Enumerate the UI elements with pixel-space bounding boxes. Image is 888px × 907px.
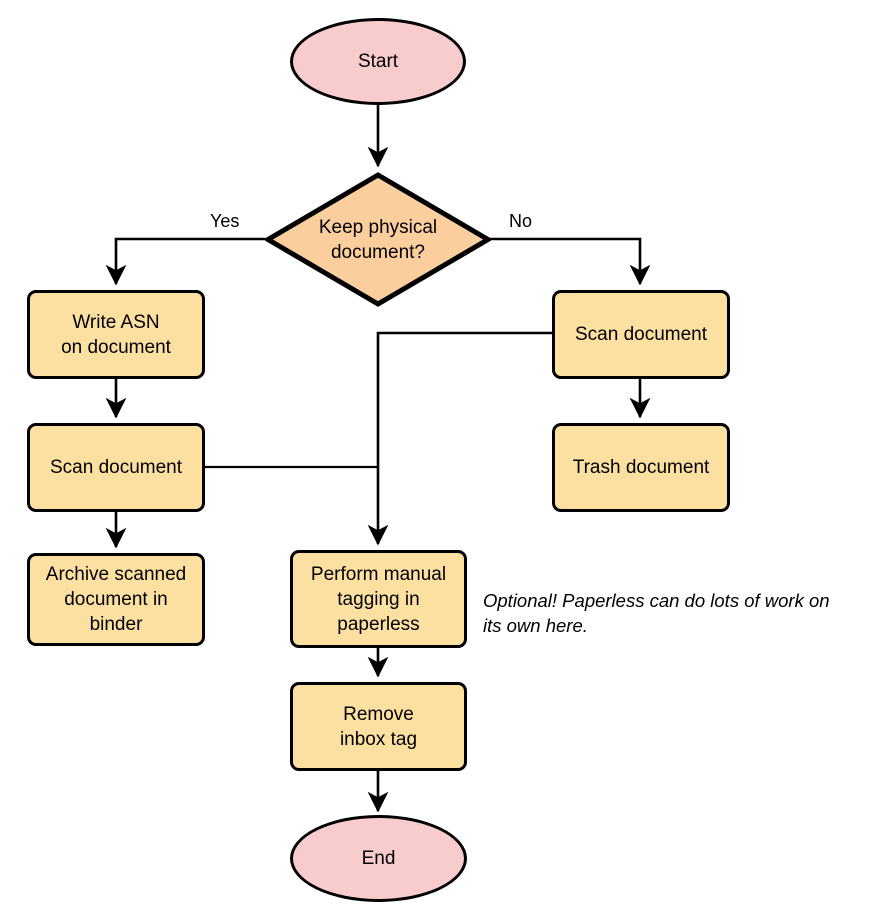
node-trash-document-label: Trash document: [572, 457, 710, 478]
node-write-asn-label: Write ASN on document: [61, 310, 171, 360]
node-scan-document-right-label: Scan document: [574, 324, 708, 345]
node-archive-label-line1: Archive scanned: [45, 564, 187, 585]
edge-label-no: No: [509, 211, 533, 231]
node-start[interactable]: Start: [290, 18, 466, 105]
edge-label-yes: Yes: [210, 211, 240, 231]
node-archive-label: Archive scanned document in binder: [46, 562, 186, 637]
node-manual-tagging-label: Perform manual tagging in paperless: [311, 562, 446, 637]
edge-decision-yes-to-write-asn: [105, 237, 265, 286]
node-manual-tagging-label-line3: paperless: [337, 613, 420, 635]
node-remove-inbox-tag[interactable]: Remove inbox tag: [290, 682, 467, 771]
node-end[interactable]: End: [290, 815, 467, 902]
node-perform-manual-tagging[interactable]: Perform manual tagging in paperless: [290, 550, 467, 648]
node-scan-document-right[interactable]: Scan document: [552, 290, 730, 379]
node-archive-label-line3: binder: [89, 614, 143, 635]
node-decision-label-line2: document?: [330, 241, 425, 263]
node-scan-document-left[interactable]: Scan document: [27, 423, 205, 512]
edge-decision-no-to-scan-right: [490, 237, 651, 286]
node-decision-label-line1: Keep physical: [318, 216, 438, 238]
node-write-asn-label-line1: Write ASN: [72, 311, 160, 333]
node-start-label: Start: [357, 51, 399, 72]
node-scan-document-left-label: Scan document: [49, 457, 183, 478]
node-archive-scanned-document[interactable]: Archive scanned document in binder: [27, 553, 205, 646]
annotation-optional-note: Optional! Paperless can do lots of work …: [483, 588, 883, 638]
node-remove-inbox-label-line2: inbox tag: [339, 728, 418, 750]
node-remove-inbox-label: Remove inbox tag: [340, 702, 417, 752]
edge-scan-right-to-manual-tagging: [367, 331, 552, 546]
node-remove-inbox-label-line1: Remove: [343, 703, 414, 725]
node-manual-tagging-label-line1: Perform manual: [310, 563, 447, 585]
node-trash-document[interactable]: Trash document: [552, 423, 730, 512]
node-manual-tagging-label-line2: tagging in: [337, 588, 420, 610]
node-decision-keep-physical-document[interactable]: Keep physical document?: [265, 172, 491, 307]
diamond-shape: [265, 172, 491, 307]
node-write-asn-on-document[interactable]: Write ASN on document: [27, 290, 205, 379]
node-write-asn-label-line2: on document: [61, 336, 171, 358]
annotation-optional-note-line2: its own here.: [483, 615, 588, 636]
annotation-optional-note-line1: Optional! Paperless can do lots of work …: [483, 590, 830, 611]
node-end-label: End: [361, 848, 396, 869]
node-archive-label-line2: document in: [64, 589, 168, 610]
node-decision-label: Keep physical document?: [319, 215, 437, 265]
